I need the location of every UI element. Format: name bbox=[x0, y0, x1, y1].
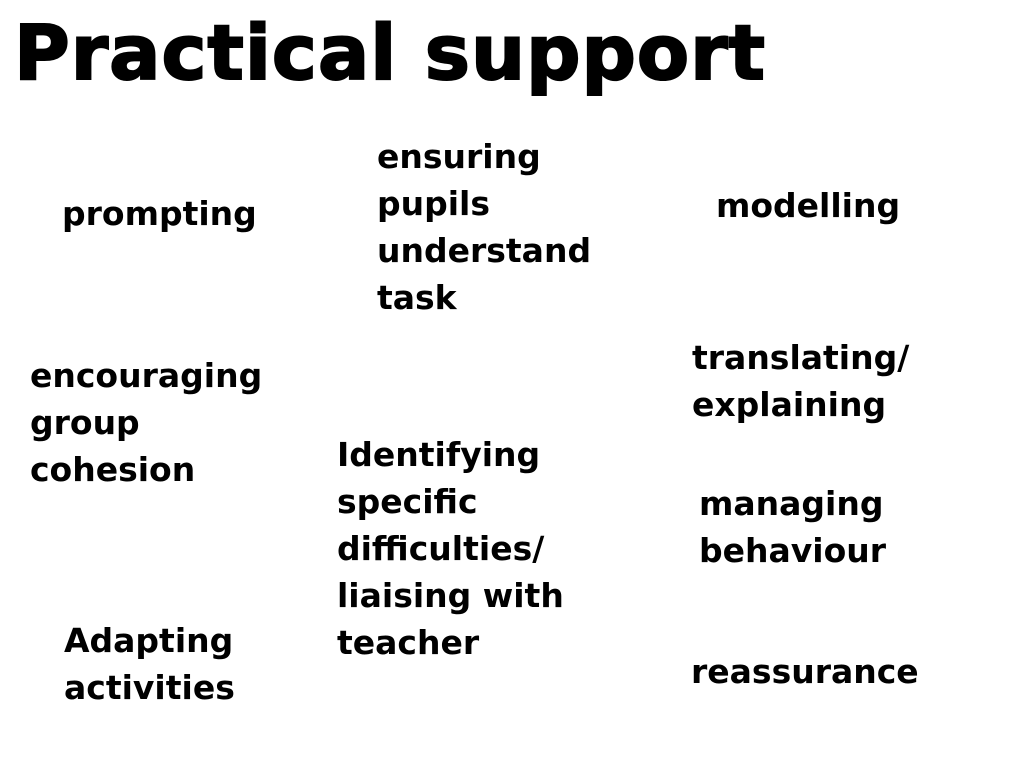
support-item-modelling: modelling bbox=[716, 186, 901, 225]
support-item-prompting: prompting bbox=[62, 194, 257, 233]
support-item-group-cohesion: encouraging group cohesion bbox=[30, 356, 263, 489]
support-item-managing-behaviour: managing behaviour bbox=[699, 484, 887, 570]
support-item-translating-explaining: translating/ explaining bbox=[692, 338, 910, 424]
support-item-ensuring-understanding: ensuring pupils understand task bbox=[377, 137, 592, 317]
support-item-identifying-difficulties: Identifying specific difficulties/ liais… bbox=[337, 435, 564, 662]
support-item-adapting-activities: Adapting activities bbox=[64, 621, 235, 707]
support-item-reassurance: reassurance bbox=[691, 652, 919, 691]
slide-title: Practical support bbox=[13, 8, 766, 97]
